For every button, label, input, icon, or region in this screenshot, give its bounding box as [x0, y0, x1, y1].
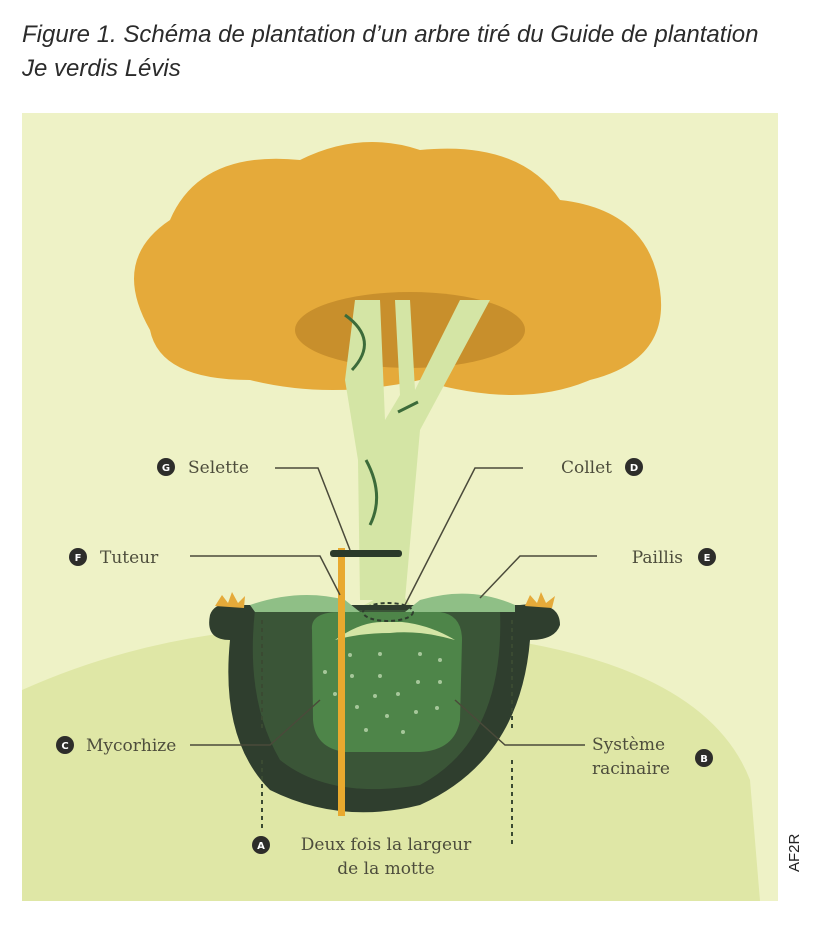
stake — [338, 548, 345, 816]
badge-B — [695, 749, 713, 767]
label-F: F Tuteur — [69, 548, 159, 568]
svg-text:E: E — [704, 553, 711, 564]
image-credit: AF2R — [786, 833, 803, 872]
width-guides — [261, 620, 513, 845]
tree-tie — [330, 550, 402, 557]
svg-text:G: G — [162, 463, 170, 474]
label-B: Système racinaire B — [592, 735, 713, 779]
svg-text:Paillis: Paillis — [632, 548, 683, 568]
svg-text:Système: Système — [592, 735, 665, 755]
label-D: Collet D — [561, 458, 643, 478]
root-ball — [311, 612, 462, 752]
svg-text:C: C — [61, 741, 68, 752]
svg-text:Mycorhize: Mycorhize — [86, 736, 176, 756]
mulch — [250, 593, 515, 612]
svg-text:de la motte: de la motte — [337, 859, 434, 879]
label-G: G Selette — [157, 458, 249, 478]
label-E: Paillis E — [632, 548, 716, 568]
svg-text:D: D — [630, 463, 638, 474]
grass-tuft-left-icon — [215, 592, 245, 608]
label-A: A Deux fois la largeur de la motte — [252, 835, 472, 879]
badge-E — [698, 548, 716, 566]
tree-canopy — [134, 142, 662, 395]
badge-F — [69, 548, 87, 566]
svg-text:Deux fois la largeur: Deux fois la largeur — [301, 835, 472, 855]
soil-particles — [323, 652, 442, 734]
svg-text:B: B — [700, 754, 708, 765]
svg-text:A: A — [257, 841, 265, 852]
svg-text:F: F — [75, 553, 82, 564]
label-C: C Mycorhize — [56, 736, 176, 756]
svg-text:racinaire: racinaire — [592, 759, 670, 779]
figure-caption: Figure 1. Schéma de plantation d’un arbr… — [22, 21, 759, 82]
svg-text:Collet: Collet — [561, 458, 612, 478]
badge-C — [56, 736, 74, 754]
leader-lines — [190, 467, 597, 746]
badge-D — [625, 458, 643, 476]
svg-text:Tuteur: Tuteur — [100, 548, 159, 568]
badge-G — [157, 458, 175, 476]
grass-tuft-right-icon — [525, 592, 555, 608]
badge-A — [252, 836, 270, 854]
svg-text:Selette: Selette — [188, 458, 249, 478]
collar-marker — [362, 602, 414, 622]
